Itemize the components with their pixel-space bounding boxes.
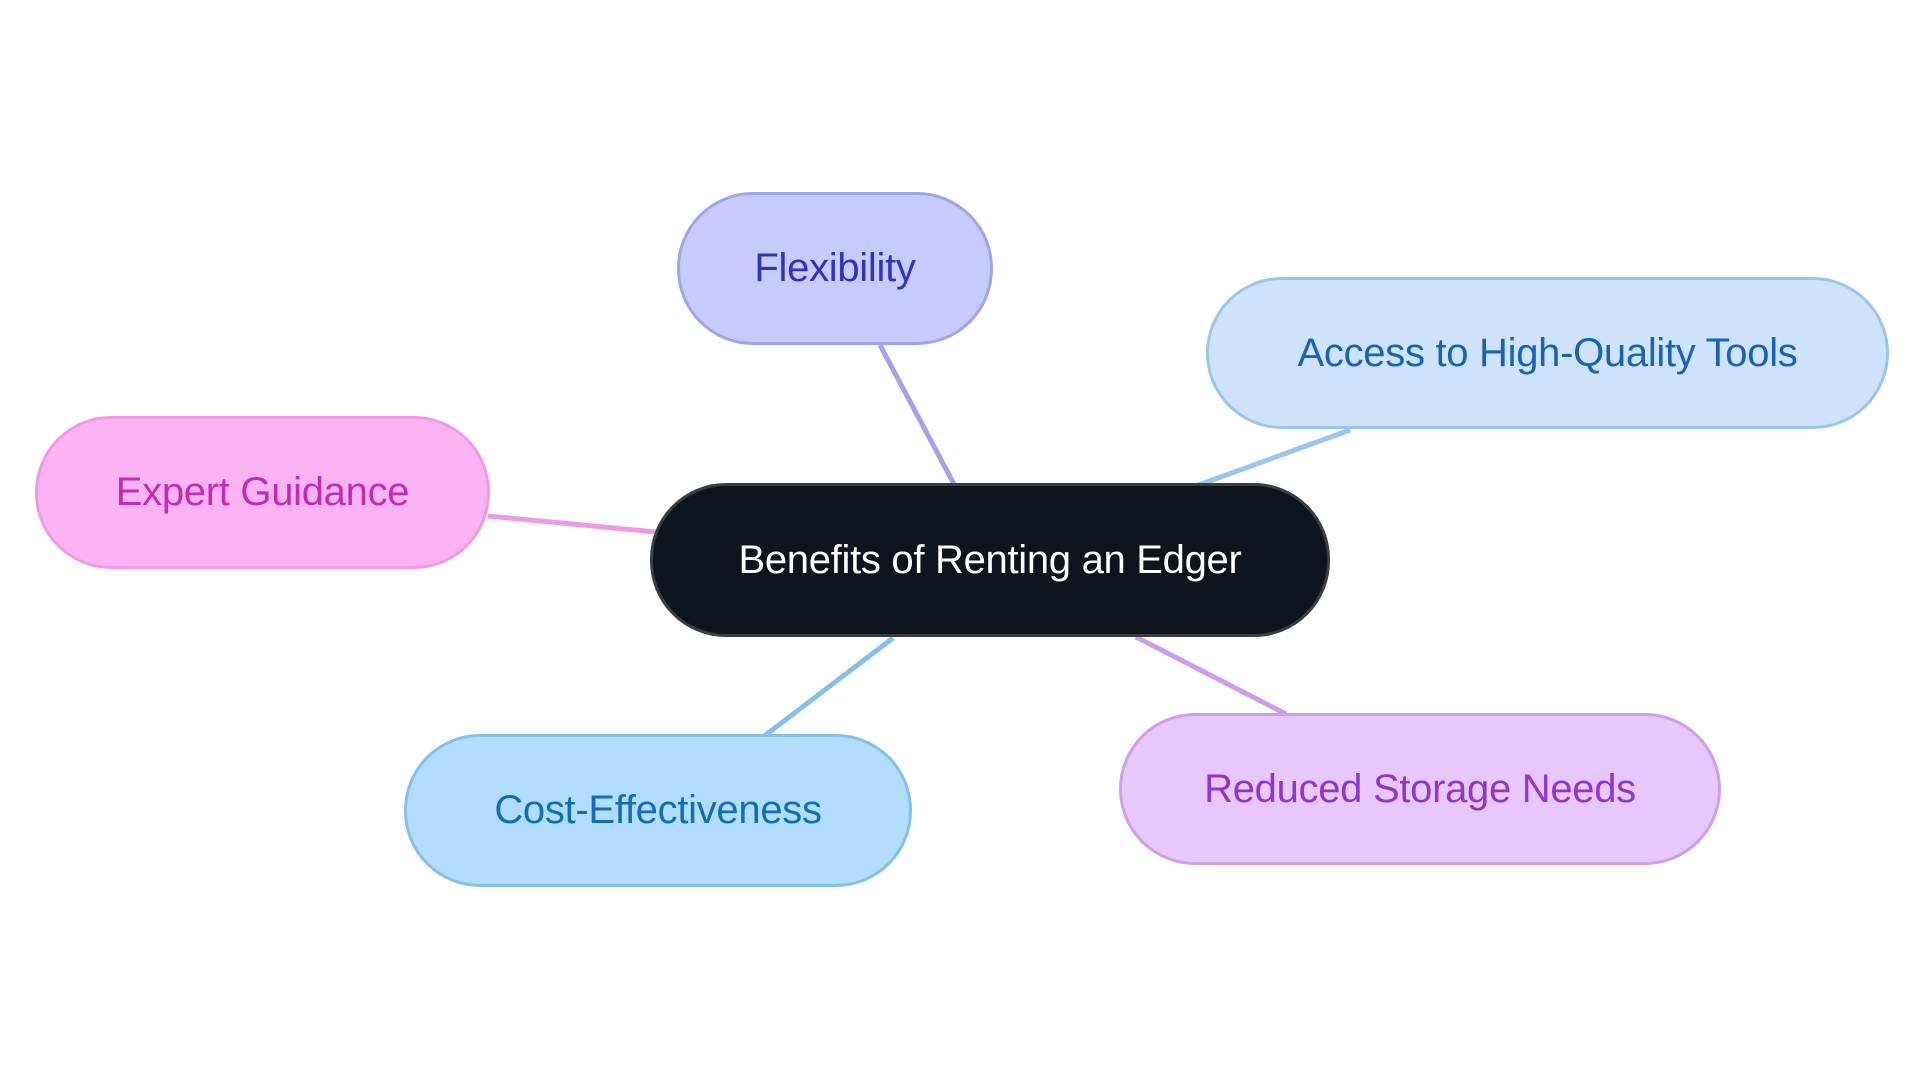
node-cost-effectiveness-label: Cost-Effectiveness	[494, 788, 822, 832]
edge-storage	[1134, 634, 1288, 717]
node-cost-effectiveness[interactable]: Cost-Effectiveness	[404, 734, 912, 887]
edge-expert	[487, 513, 657, 535]
node-expert-guidance-label: Expert Guidance	[115, 470, 410, 514]
node-access-tools[interactable]: Access to High-Quality Tools	[1206, 277, 1889, 429]
root-node[interactable]: Benefits of Renting an Edger	[650, 483, 1330, 637]
edge-access	[1195, 427, 1351, 489]
node-flexibility[interactable]: Flexibility	[677, 192, 993, 345]
node-access-tools-label: Access to High-Quality Tools	[1297, 330, 1798, 375]
node-reduced-storage-label: Reduced Storage Needs	[1204, 766, 1636, 811]
edge-cost	[761, 636, 895, 739]
node-expert-guidance[interactable]: Expert Guidance	[35, 416, 490, 569]
node-reduced-storage[interactable]: Reduced Storage Needs	[1119, 713, 1721, 865]
edge-flexibility	[877, 343, 958, 488]
root-node-label: Benefits of Renting an Edger	[738, 537, 1242, 582]
node-flexibility-label: Flexibility	[754, 246, 916, 290]
